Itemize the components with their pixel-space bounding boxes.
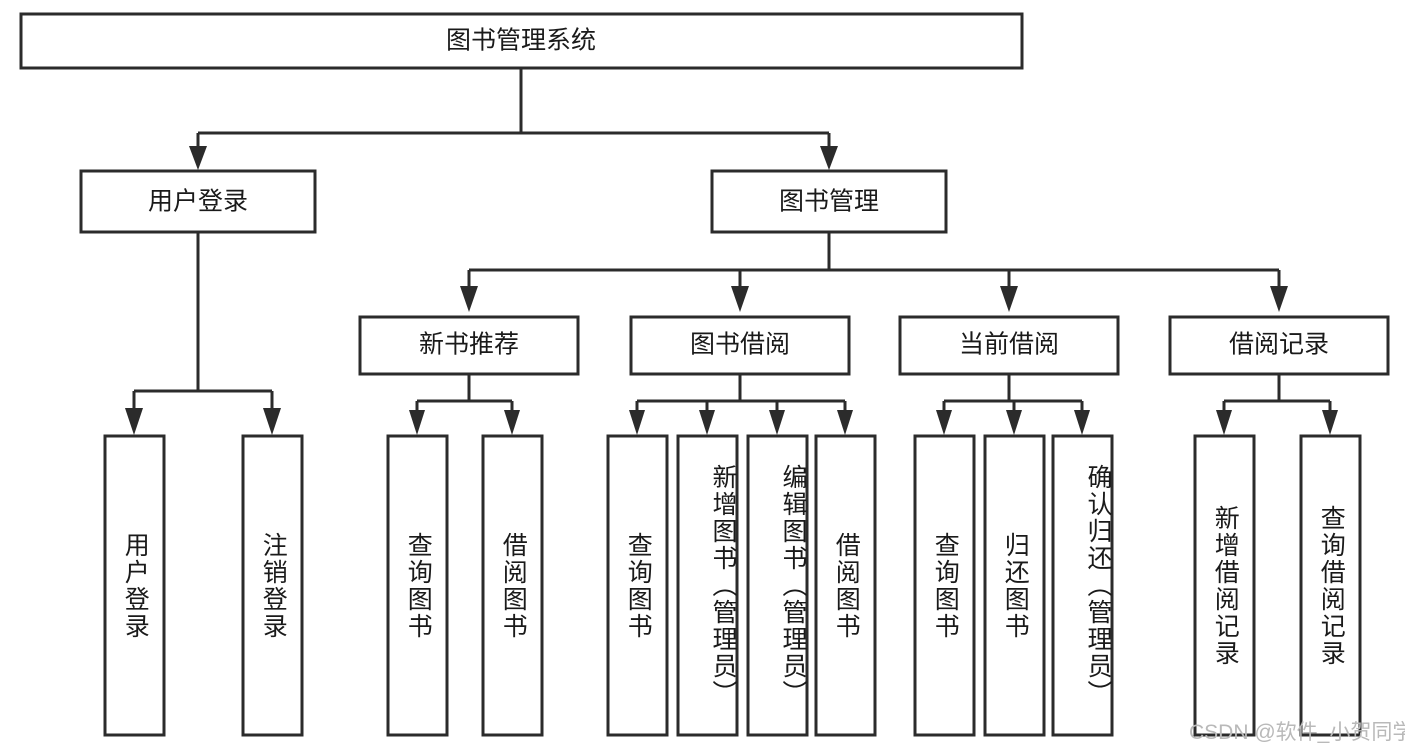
leaf-box-add-book[interactable]	[676, 434, 739, 737]
connector-book-management-to-level3	[460, 232, 1288, 312]
arrow-head-icon	[820, 146, 838, 170]
node-new-book-recommend[interactable]: 新书推荐	[358, 315, 580, 376]
node-book-borrow[interactable]: 图书借阅	[629, 315, 851, 376]
arrow-head-icon	[1000, 286, 1018, 312]
arrow-head-icon	[769, 410, 785, 435]
leaf-box-borrow-book-1[interactable]	[481, 434, 544, 737]
connector-borrow-record-to-leaves	[1216, 374, 1338, 435]
connector-user-login-to-leaves	[125, 232, 281, 435]
node-book-management-label: 图书管理	[779, 188, 879, 216]
arrow-head-icon	[125, 408, 143, 435]
connector-current-borrow-to-leaves	[936, 374, 1090, 435]
leaf-box-query-book-3[interactable]	[913, 434, 976, 737]
arrow-head-icon	[409, 410, 425, 435]
node-borrow-record-label: 借阅记录	[1229, 331, 1329, 359]
arrow-head-icon	[1074, 410, 1090, 435]
node-current-borrow[interactable]: 当前借阅	[898, 315, 1120, 376]
arrow-head-icon	[263, 408, 281, 435]
connector-book-borrow-to-leaves	[629, 374, 853, 435]
node-borrow-record[interactable]: 借阅记录	[1168, 315, 1390, 376]
leaf-box-add-borrow-record[interactable]	[1193, 434, 1256, 737]
connector-root-to-level2	[189, 68, 838, 170]
leaf-box-query-book-2[interactable]	[606, 434, 669, 737]
node-user-login[interactable]: 用户登录	[79, 169, 317, 234]
node-root[interactable]: 图书管理系统	[19, 12, 1024, 70]
node-root-box[interactable]	[19, 12, 1024, 70]
node-user-login-box[interactable]	[79, 169, 317, 234]
arrow-head-icon	[189, 146, 207, 170]
leaf-box-query-borrow-record[interactable]	[1299, 434, 1362, 737]
node-book-management[interactable]: 图书管理	[710, 169, 948, 234]
leaf-box-borrow-book-2[interactable]	[814, 434, 877, 737]
arrow-head-icon	[731, 286, 749, 312]
arrow-head-icon	[629, 410, 645, 435]
leaf-box-confirm-return[interactable]	[1051, 434, 1114, 737]
arrow-head-icon	[936, 410, 952, 435]
node-current-borrow-label: 当前借阅	[959, 331, 1059, 359]
leaf-box-query-book-1[interactable]	[386, 434, 449, 737]
connector-new-book-recommend-to-leaves	[409, 374, 520, 435]
watermark-text: CSDN @软件_小贺同学	[1189, 721, 1405, 744]
node-current-borrow-box[interactable]	[898, 315, 1120, 376]
arrow-head-icon	[837, 410, 853, 435]
arrow-head-icon	[1006, 410, 1022, 435]
arrow-head-icon	[1322, 410, 1338, 435]
arrow-head-icon	[460, 286, 478, 312]
node-user-login-label: 用户登录	[148, 188, 248, 216]
leaf-box-user-login[interactable]	[103, 434, 166, 737]
arrow-head-icon	[504, 410, 520, 435]
arrow-head-icon	[1270, 286, 1288, 312]
arrow-head-icon	[1216, 410, 1232, 435]
node-new-book-recommend-label: 新书推荐	[419, 331, 519, 359]
node-book-borrow-label: 图书借阅	[690, 331, 790, 359]
arrow-head-icon	[699, 410, 715, 435]
node-root-label: 图书管理系统	[446, 27, 596, 55]
leaf-box-edit-book[interactable]	[746, 434, 809, 737]
node-new-book-recommend-box[interactable]	[358, 315, 580, 376]
leaf-box-logout-login[interactable]	[241, 434, 304, 737]
leaf-box-return-book[interactable]	[983, 434, 1046, 737]
